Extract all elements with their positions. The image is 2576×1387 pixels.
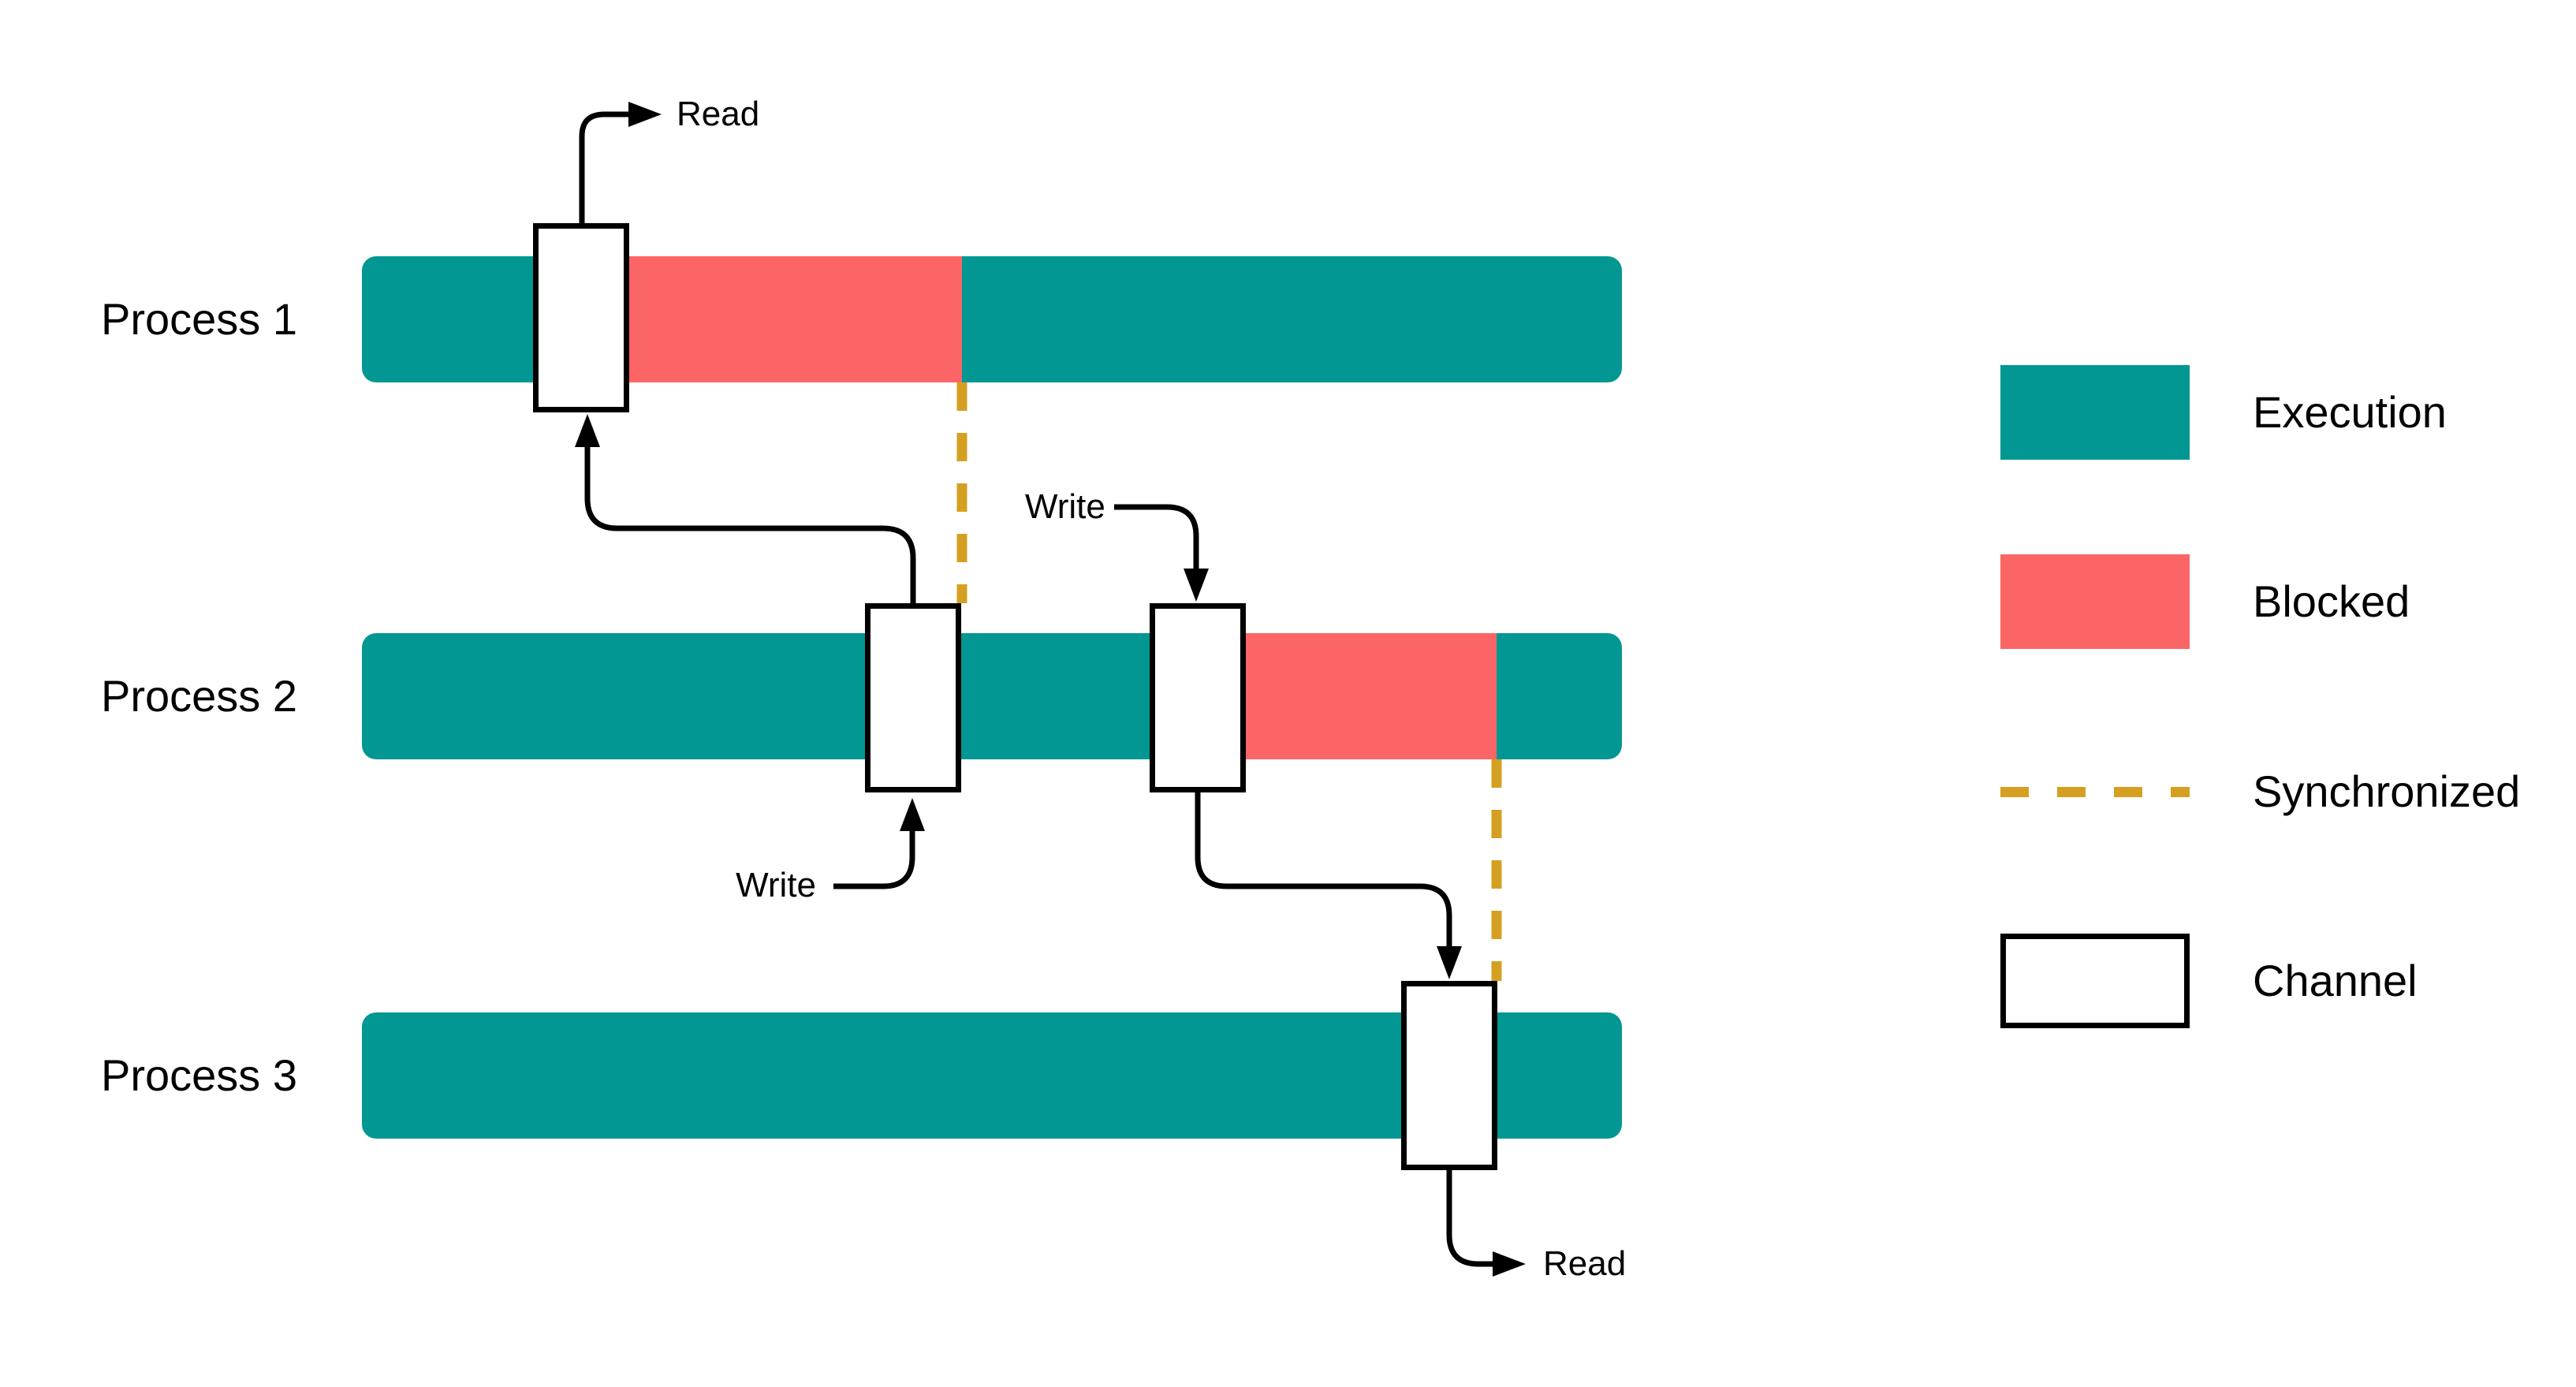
channel-box-process3 <box>1401 981 1497 1170</box>
read-label-top: Read <box>677 95 760 133</box>
read-arrow-top <box>579 102 662 223</box>
channel3-to-channel4-arrow <box>1195 792 1462 979</box>
legend-synchronized-swatch <box>2000 787 2190 797</box>
legend-synchronized-label: Synchronized <box>2253 766 2521 816</box>
channel-box-process2-right <box>1150 603 1246 792</box>
process-1-blocked-segment <box>581 256 962 382</box>
process-2-blocked-segment <box>1200 633 1497 759</box>
process-2-label: Process 2 <box>101 671 297 721</box>
process-3-label: Process 3 <box>101 1050 297 1100</box>
legend-execution-label: Execution <box>2253 387 2447 437</box>
channel-box-process2-left <box>865 603 961 792</box>
write-arrow-top <box>1114 504 1209 602</box>
legend-execution-swatch <box>2000 365 2190 460</box>
channel2-to-channel1-arrow <box>575 414 916 603</box>
read-arrow-bottom <box>1446 1170 1526 1277</box>
legend-channel-label: Channel <box>2253 956 2418 1005</box>
channel-box-process1 <box>533 223 629 412</box>
legend-blocked-swatch <box>2000 554 2190 649</box>
process-1-label: Process 1 <box>101 294 297 344</box>
write-arrow-bottom-left <box>833 798 925 889</box>
write-label-top: Write <box>1025 487 1105 526</box>
legend-blocked-label: Blocked <box>2253 576 2410 626</box>
legend-channel-swatch <box>2000 934 2190 1028</box>
read-label-bottom: Read <box>1543 1244 1627 1283</box>
write-label-bottom-left: Write <box>736 866 816 904</box>
